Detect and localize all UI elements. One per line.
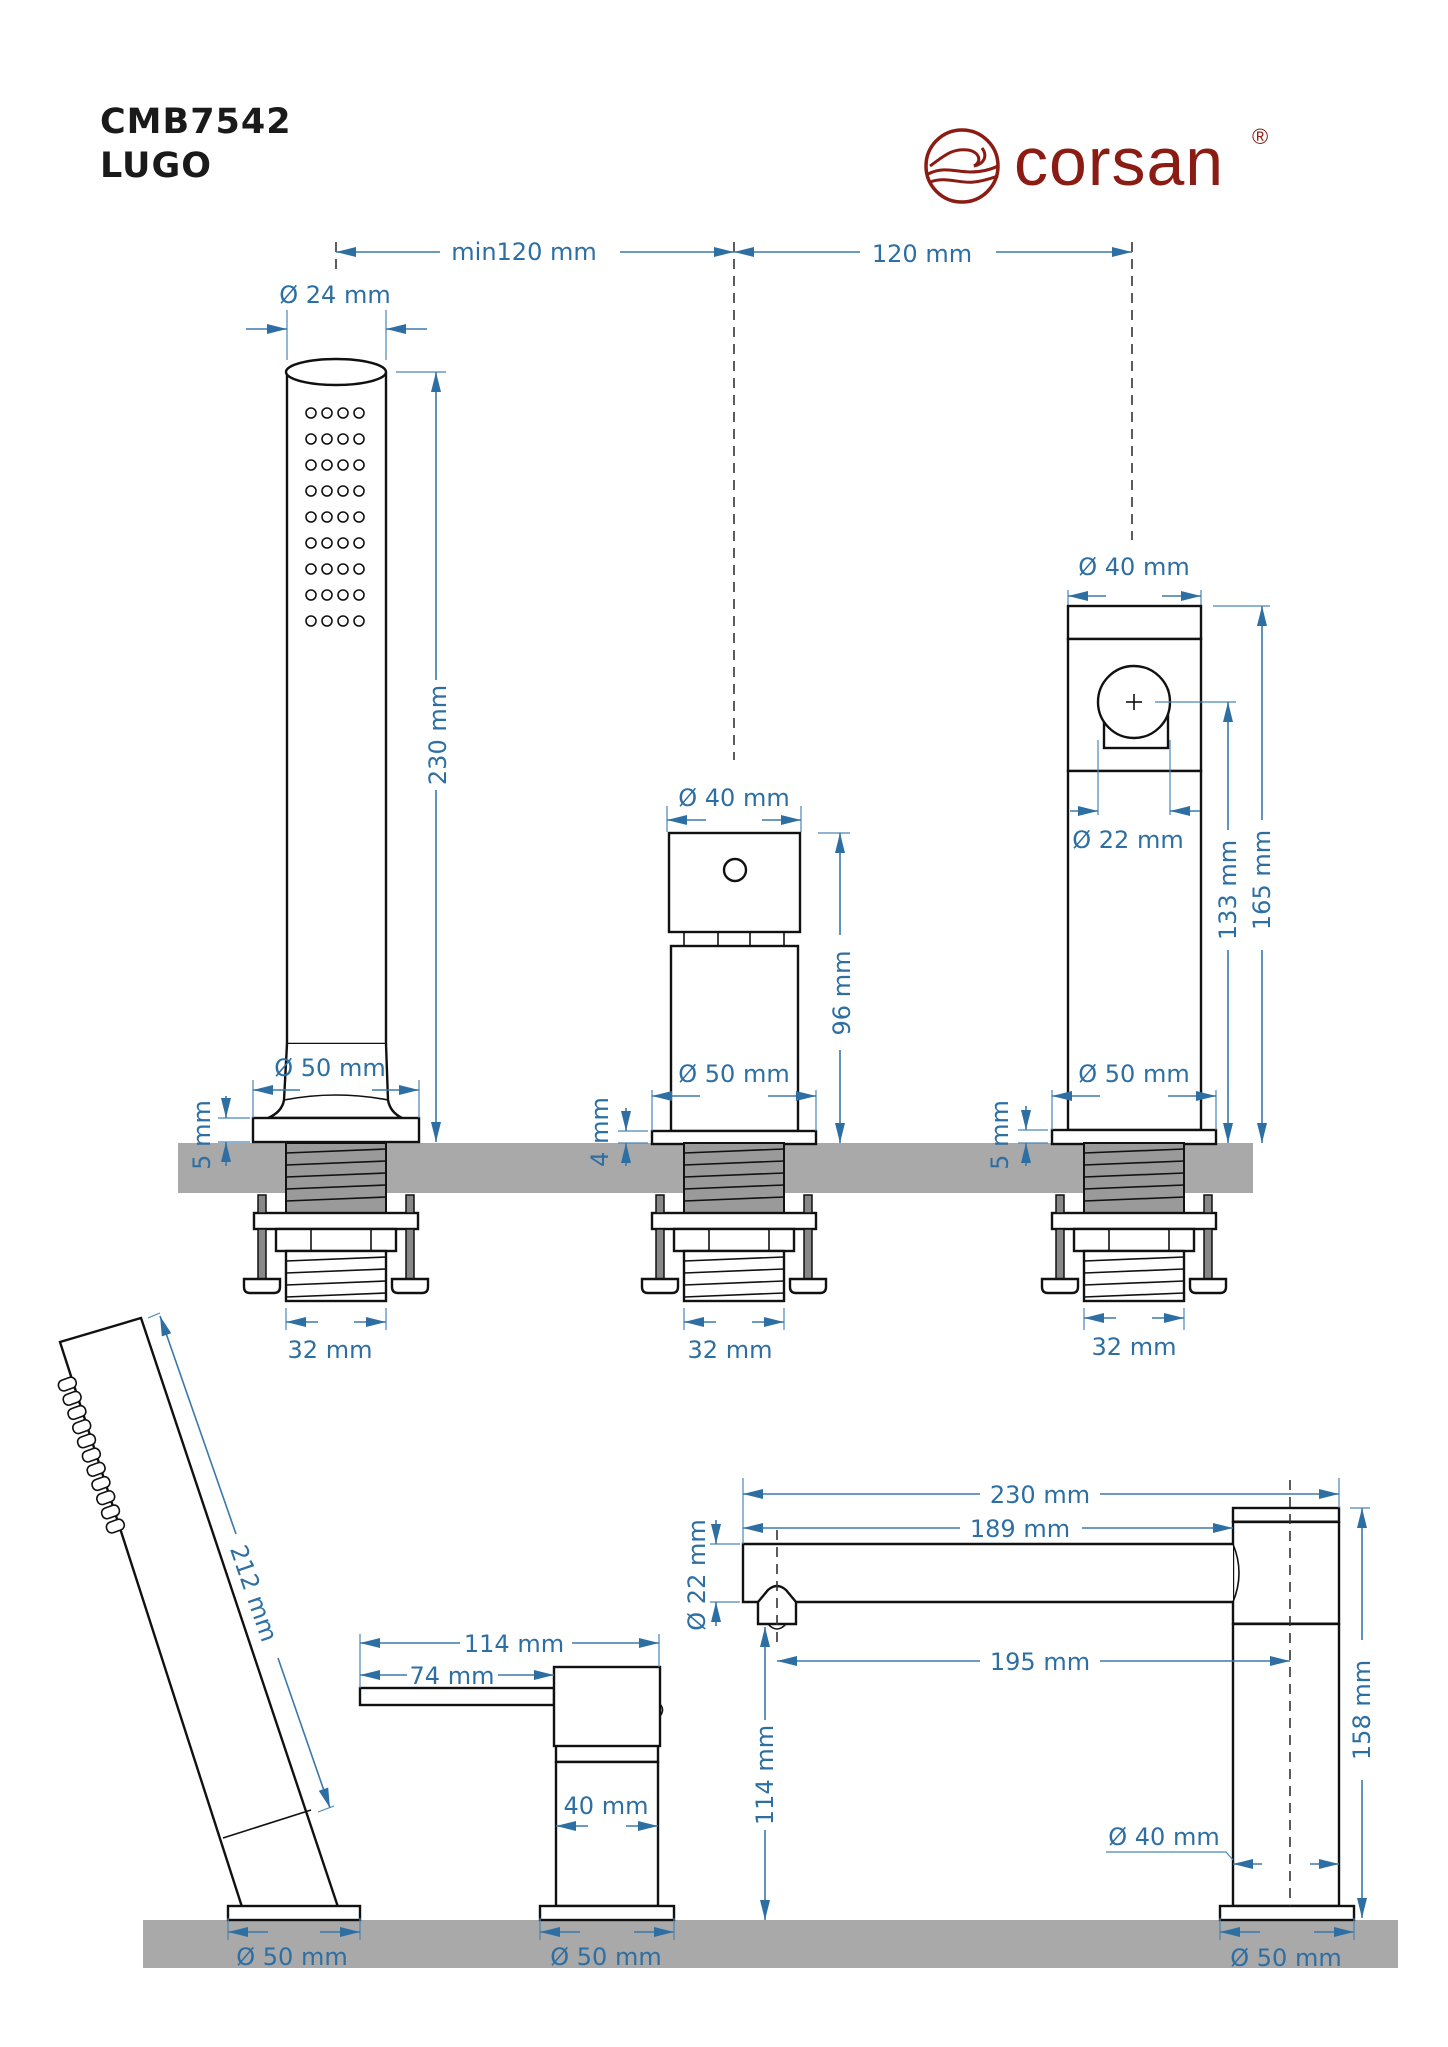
nozzle-icon [321, 563, 333, 575]
nozzle-icon [321, 407, 333, 419]
spacing-left-label: min120 mm [451, 238, 596, 266]
nozzle-icon [62, 1390, 82, 1406]
nozzle-icon [353, 407, 365, 419]
spout-base-diameter: Ø 50 mm [1230, 1944, 1341, 1972]
nozzle-icon [321, 459, 333, 471]
nozzle-icon [305, 615, 317, 627]
nozzle-icon [76, 1433, 97, 1449]
nozzle-icon [337, 511, 349, 523]
spray-nozzles [305, 407, 365, 627]
nozzle-icon [337, 407, 349, 419]
registered-mark: ® [1252, 124, 1269, 149]
mixer-thread: 32 mm [1092, 1333, 1177, 1361]
nozzle-icon [305, 537, 317, 549]
nozzle-icon [321, 433, 333, 445]
nozzle-icon [337, 589, 349, 601]
spout-reach: 195 mm [990, 1648, 1090, 1676]
nozzle-icon [353, 511, 365, 523]
spout-height: 158 mm [1348, 1660, 1376, 1760]
hand-shower-height: 230 mm [424, 685, 452, 785]
product-name: LUGO [100, 146, 212, 186]
nozzle-icon [105, 1518, 126, 1534]
mixer-outlet-height: 133 mm [1214, 840, 1242, 940]
nozzle-icon [100, 1504, 121, 1520]
spout-diameter: Ø 22 mm [683, 1519, 711, 1630]
mixer-outlet-diameter: Ø 22 mm [1072, 826, 1183, 854]
diverter-side-base-diameter: Ø 50 mm [550, 1943, 661, 1971]
mixer-base-diameter: Ø 50 mm [1078, 1060, 1189, 1088]
nozzle-icon [353, 485, 365, 497]
nozzle-icon [321, 589, 333, 601]
spacing-right-label: 120 mm [872, 240, 972, 268]
handset-side: 212 mm Ø 50 mm [57, 1312, 362, 1971]
mixer-body-diameter: Ø 40 mm [1078, 553, 1189, 581]
diverter-base-thickness: 4 mm [586, 1097, 614, 1167]
nozzle-icon [337, 615, 349, 627]
nozzle-icon [72, 1419, 92, 1435]
side-nozzles [57, 1376, 126, 1534]
diverter-head-diameter: Ø 40 mm [678, 784, 789, 812]
nozzle-icon [337, 433, 349, 445]
diverter-height: 96 mm [828, 951, 856, 1036]
product-code: CMB7542 [100, 102, 292, 142]
product-header: CMB7542 LUGO [100, 100, 292, 188]
nozzle-icon [86, 1461, 106, 1477]
mixer-front: Ø 40 mm Ø 22 mm 133 mm 165 mm Ø 50 mm 5 … [986, 553, 1276, 1361]
spout-total-length: 230 mm [990, 1481, 1090, 1509]
diverter-side: 114 mm 74 mm 40 mm Ø 50 mm [358, 1630, 676, 1971]
nozzle-icon [353, 563, 365, 575]
hand-shower-base-thickness: 5 mm [188, 1100, 216, 1170]
brand-logo: corsan ® [922, 118, 1282, 208]
spout-outlet-height: 114 mm [751, 1725, 779, 1825]
diverter-side-lever-length: 74 mm [410, 1662, 495, 1690]
hand-shower-head-diameter: Ø 24 mm [279, 281, 390, 309]
nozzle-icon [321, 537, 333, 549]
nozzle-icon [337, 459, 349, 471]
spacing-dimensions: min120 mm 120 mm [335, 238, 1133, 760]
nozzle-icon [337, 537, 349, 549]
diverter-side-total-length: 114 mm [464, 1630, 564, 1658]
nozzle-icon [305, 485, 317, 497]
nozzle-icon [337, 485, 349, 497]
hand-shower-base-diameter: Ø 50 mm [274, 1054, 385, 1082]
nozzle-icon [321, 485, 333, 497]
nozzle-icon [353, 589, 365, 601]
wave-circle-icon [924, 128, 1000, 204]
nozzle-icon [353, 537, 365, 549]
nozzle-icon [81, 1447, 102, 1463]
hand-shower-front: Ø 24 mm Ø 50 mm 230 mm 5 mm 32 mm [188, 281, 452, 1364]
nozzle-icon [67, 1404, 87, 1421]
diverter-thread: 32 mm [688, 1336, 773, 1364]
nozzle-icon [353, 615, 365, 627]
nozzle-icon [305, 433, 317, 445]
diverter-side-body-diameter: 40 mm [564, 1792, 649, 1820]
nozzle-icon [305, 407, 317, 419]
nozzle-icon [91, 1475, 111, 1492]
mixer-height: 165 mm [1248, 830, 1276, 930]
nozzle-icon [337, 563, 349, 575]
spout-body-diameter: Ø 40 mm [1108, 1823, 1219, 1851]
mixer-base-thickness: 5 mm [986, 1100, 1014, 1170]
nozzle-icon [57, 1376, 78, 1392]
nozzle-icon [305, 459, 317, 471]
diverter-front: Ø 40 mm Ø 50 mm 96 mm 4 mm 32 mm [586, 784, 856, 1364]
handset-base-diameter: Ø 50 mm [236, 1943, 347, 1971]
brand-name: corsan [1014, 124, 1225, 200]
nozzle-icon [305, 589, 317, 601]
nozzle-icon [353, 433, 365, 445]
nozzle-icon [305, 511, 317, 523]
spout-length: 189 mm [970, 1515, 1070, 1543]
diverter-base-diameter: Ø 50 mm [678, 1060, 789, 1088]
nozzle-icon [96, 1490, 116, 1506]
nozzle-icon [353, 459, 365, 471]
nozzle-icon [321, 511, 333, 523]
spout-side: 230 mm 189 mm Ø 22 mm 195 mm 114 mm 158 … [683, 1478, 1376, 1972]
nozzle-icon [321, 615, 333, 627]
nozzle-icon [305, 563, 317, 575]
hand-shower-thread: 32 mm [288, 1336, 373, 1364]
